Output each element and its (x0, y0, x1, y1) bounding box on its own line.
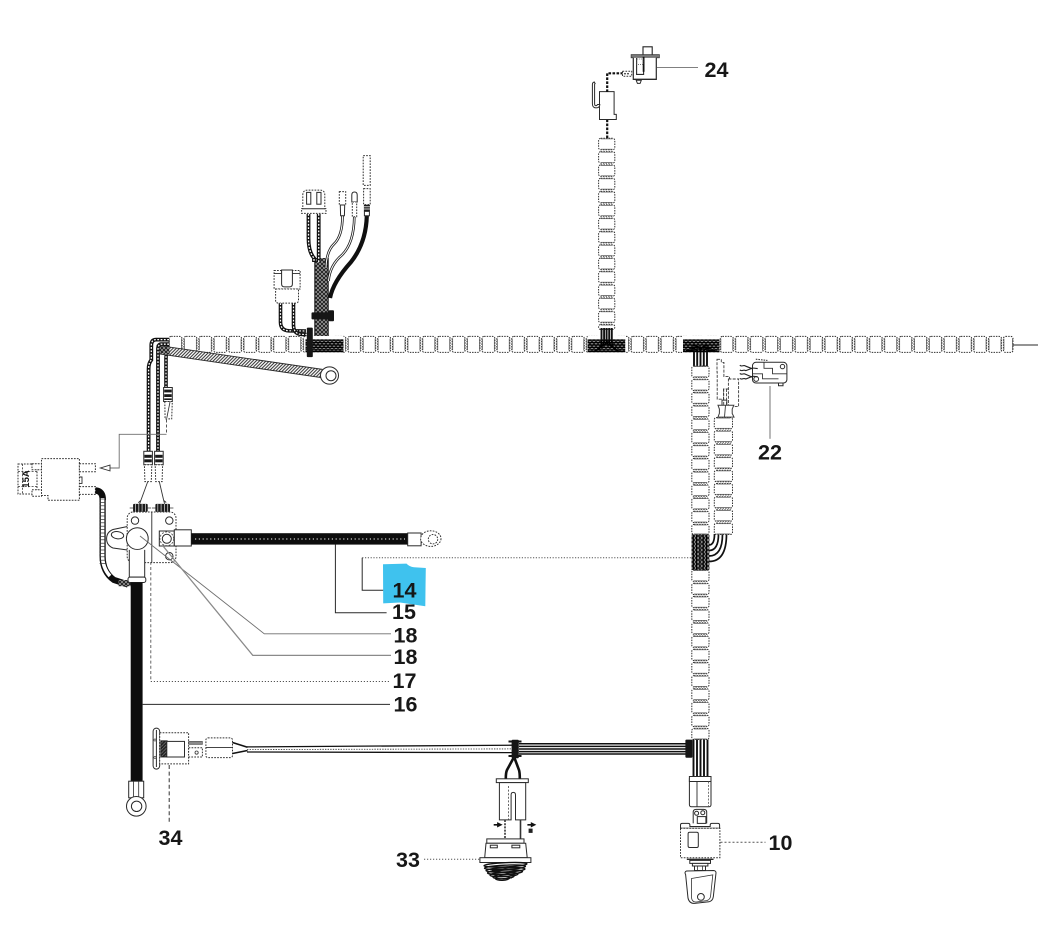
svg-text:24: 24 (705, 58, 729, 82)
svg-text:18: 18 (394, 624, 418, 648)
svg-text:10: 10 (769, 831, 793, 855)
svg-text:15A: 15A (21, 470, 32, 488)
svg-text:16: 16 (394, 693, 418, 717)
svg-text:22: 22 (758, 440, 782, 464)
svg-text:14: 14 (393, 579, 417, 603)
svg-text:17: 17 (393, 669, 417, 693)
svg-text:34: 34 (159, 826, 183, 850)
svg-text:15: 15 (392, 600, 416, 624)
svg-text:18: 18 (394, 645, 418, 669)
svg-text:33: 33 (396, 848, 420, 872)
